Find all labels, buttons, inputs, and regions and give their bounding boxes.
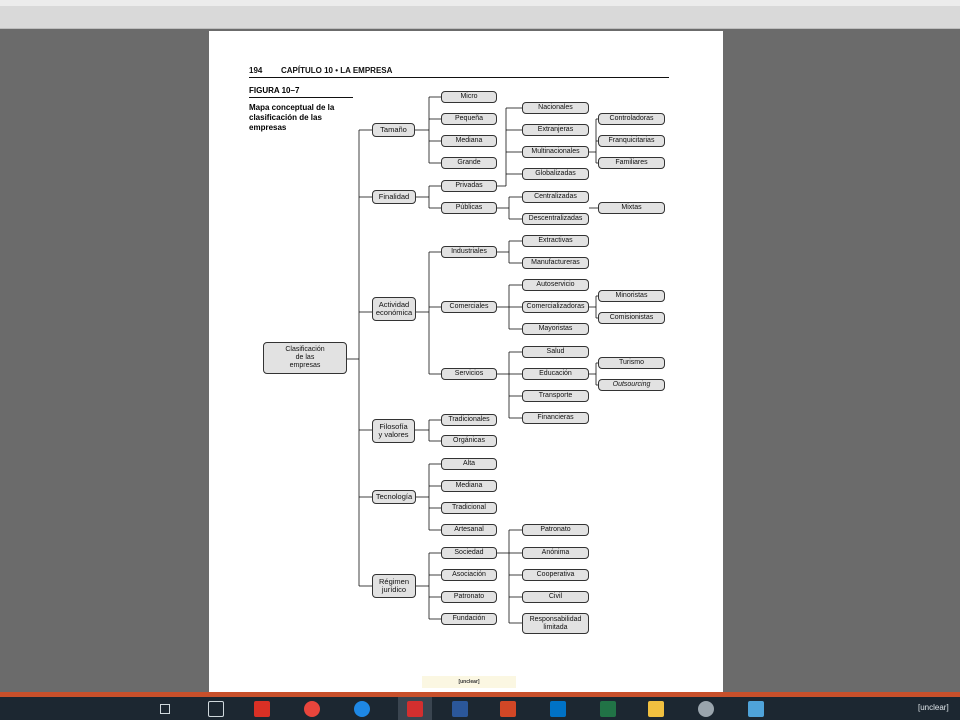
node-minoristas: Minoristas	[598, 290, 665, 302]
chapter-title: CAPÍTULO 10 • LA EMPRESA	[281, 66, 393, 75]
node-cooperativa: Cooperativa	[522, 569, 589, 581]
footer-url: [unclear]	[422, 676, 516, 688]
chrome-icon[interactable]	[304, 701, 320, 717]
viewer-toolbar	[0, 0, 960, 29]
system-tray[interactable]: [unclear]	[918, 703, 949, 712]
node-sociedad: Sociedad	[441, 547, 497, 559]
node-grande: Grande	[441, 157, 497, 169]
node-civil: Civil	[522, 591, 589, 603]
node-centralizadas: Centralizadas	[522, 191, 589, 203]
mail-icon[interactable]	[254, 701, 270, 717]
connector-lines	[346, 96, 598, 624]
node-artesanal: Artesanal	[441, 524, 497, 536]
powerpoint-icon[interactable]	[500, 701, 516, 717]
node-asociacion: Asociación	[441, 569, 497, 581]
page-number: 194	[249, 66, 263, 75]
node-outsourcing: Outsourcing	[598, 379, 665, 391]
node-descentralizadas: Descentralizadas	[522, 213, 589, 225]
node-turismo: Turismo	[598, 357, 665, 369]
node-mixtas: Mixtas	[598, 202, 665, 214]
node-responsabilidad-limitada: Responsabilidad limitada	[522, 613, 589, 634]
node-privadas: Privadas	[441, 180, 497, 192]
node-mayoristas: Mayoristas	[522, 323, 589, 335]
node-franquicitarias: Franquicitarias	[598, 135, 665, 147]
node-alta: Alta	[441, 458, 497, 470]
node-mediana-tecnologia: Mediana	[441, 480, 497, 492]
node-controladoras: Controladoras	[598, 113, 665, 125]
node-autoservicio: Autoservicio	[522, 279, 589, 291]
node-multinacionales: Multinacionales	[522, 146, 589, 158]
category-tamano: Tamaño	[372, 123, 415, 137]
figure-label: FIGURA 10–7	[249, 86, 353, 98]
node-publicas: Públicas	[441, 202, 497, 214]
node-tradicionales: Tradicionales	[441, 414, 497, 426]
settings-icon[interactable]	[698, 701, 714, 717]
node-organicas: Orgánicas	[441, 435, 497, 447]
task-view-icon[interactable]	[208, 701, 224, 717]
node-servicios: Servicios	[441, 368, 497, 380]
category-filosofia-valores: Filosofía y valores	[372, 419, 415, 443]
edge-icon[interactable]	[354, 701, 370, 717]
category-finalidad: Finalidad	[372, 190, 416, 204]
node-micro: Micro	[441, 91, 497, 103]
node-comercializadoras: Comercializadoras	[522, 301, 589, 313]
node-transporte: Transporte	[522, 390, 589, 402]
category-regimen-juridico: Régimen jurídico	[372, 574, 416, 598]
node-patronato: Patronato	[441, 591, 497, 603]
node-globalizadas: Globalizadas	[522, 168, 589, 180]
node-extranjeras: Extranjeras	[522, 124, 589, 136]
document-page: 194 CAPÍTULO 10 • LA EMPRESA FIGURA 10–7…	[209, 31, 723, 692]
store-icon[interactable]	[748, 701, 764, 717]
node-mediana: Mediana	[441, 135, 497, 147]
node-financieras: Financieras	[522, 412, 589, 424]
node-pequena: Pequeña	[441, 113, 497, 125]
category-actividad-economica: Actividad económica	[372, 297, 416, 321]
node-comisionistas: Comisionistas	[598, 312, 665, 324]
category-tecnologia: Tecnología	[372, 490, 416, 504]
node-patronato-regimen: Patronato	[522, 524, 589, 536]
node-manufactureras: Manufactureras	[522, 257, 589, 269]
page-header: 194 CAPÍTULO 10 • LA EMPRESA	[249, 66, 669, 78]
word-icon[interactable]	[452, 701, 468, 717]
search-icon[interactable]	[160, 704, 170, 714]
taskbar	[0, 697, 960, 720]
node-tradicional: Tradicional	[441, 502, 497, 514]
node-nacionales: Nacionales	[522, 102, 589, 114]
node-educacion: Educación	[522, 368, 589, 380]
folder-icon[interactable]	[648, 701, 664, 717]
node-extractivas: Extractivas	[522, 235, 589, 247]
excel-icon[interactable]	[600, 701, 616, 717]
node-salud: Salud	[522, 346, 589, 358]
node-industriales: Industriales	[441, 246, 497, 258]
reading-progress-bar	[0, 692, 960, 697]
node-anonima: Anónima	[522, 547, 589, 559]
pdf-icon[interactable]	[407, 701, 423, 717]
node-comerciales: Comerciales	[441, 301, 497, 313]
outlook-icon[interactable]	[550, 701, 566, 717]
node-familiares: Familiares	[598, 157, 665, 169]
viewer-toolbar-strip	[0, 0, 960, 6]
root-node: Clasificación de las empresas	[263, 342, 347, 374]
node-fundacion: Fundación	[441, 613, 497, 625]
figure-caption: Mapa conceptual de la clasificación de l…	[249, 103, 335, 132]
